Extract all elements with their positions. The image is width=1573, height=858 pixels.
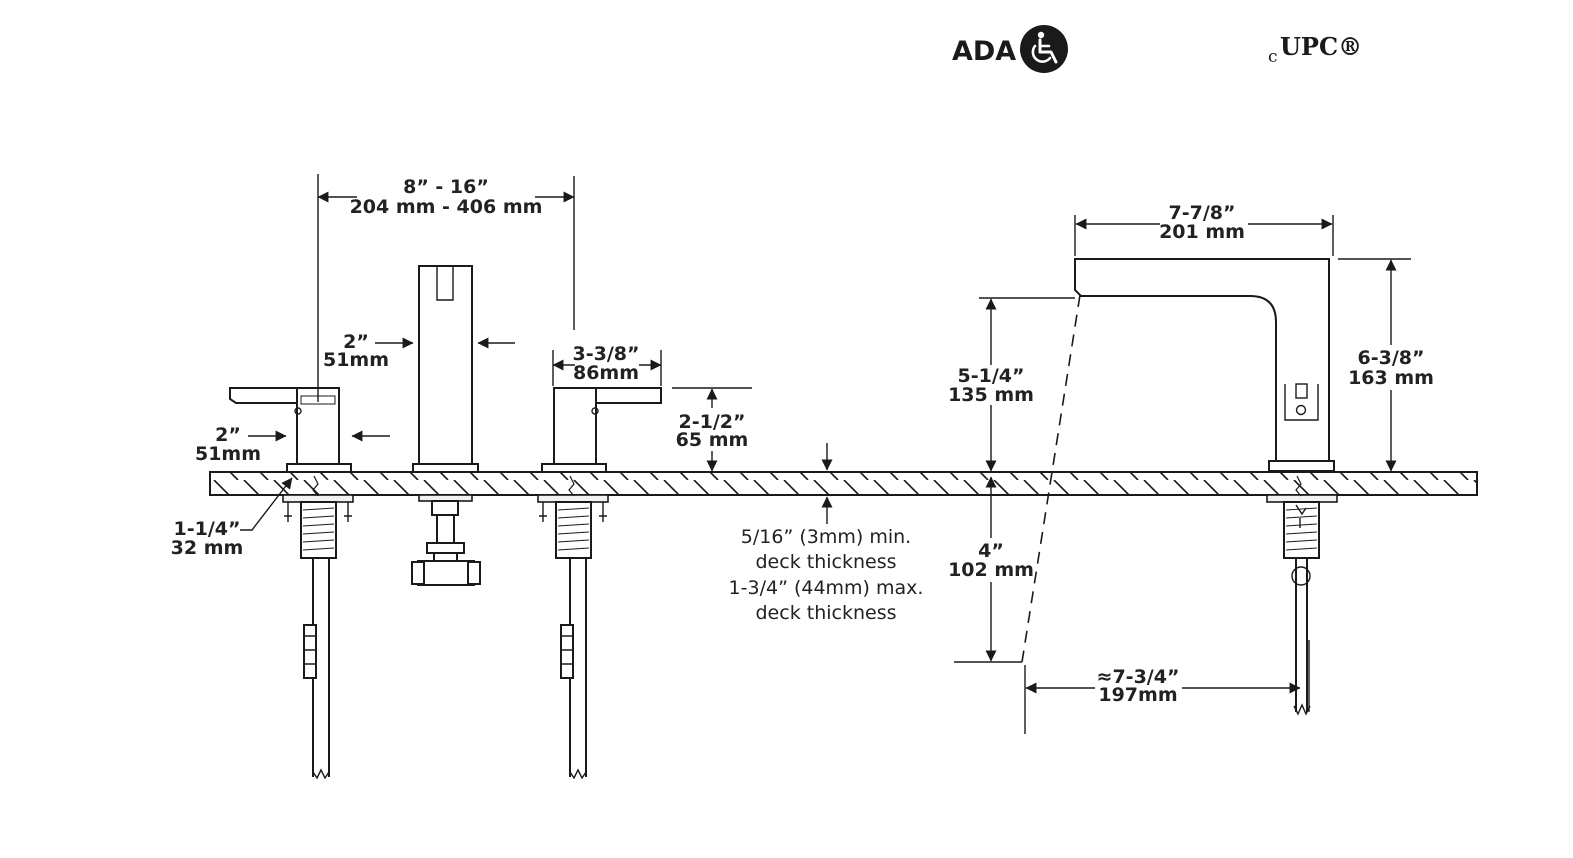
deck-note-line-3: 1-3/4” (44mm) max. — [729, 577, 924, 599]
deck-note-line-2: deck thickness — [756, 551, 897, 573]
upc-label: UPC® — [1280, 32, 1362, 61]
right-handle-valve — [537, 387, 662, 780]
dim-handle-height-imperial: 2-1/2” — [679, 411, 746, 433]
dim-spout-reach: 7-7/8” 201 mm — [1074, 202, 1334, 256]
dim-handle-spread-metric: 204 mm - 406 mm — [350, 196, 543, 218]
dim-below-deck: 4” 102 mm — [948, 476, 1034, 663]
dim-shank-diameter-metric: 32 mm — [171, 537, 244, 559]
dim-diverter-width: 2” 51mm — [323, 331, 515, 371]
water-stream-path — [1021, 294, 1081, 734]
dim-spout-projection: ≈7-3/4” 197mm — [1025, 666, 1301, 706]
dim-spout-clearance-metric: 135 mm — [948, 384, 1034, 406]
upc-mark: c UPC® — [1268, 32, 1362, 67]
dim-spout-projection-metric: 197mm — [1098, 684, 1177, 706]
dim-spout-clearance: 5-1/4” 135 mm — [948, 297, 1075, 472]
dim-handle-spread: 8” - 16” 204 mm - 406 mm — [317, 174, 575, 402]
dim-handle-body-width: 2” 51mm — [195, 424, 390, 465]
dim-lever-length: 3-3/8” 86mm — [552, 343, 662, 386]
dim-shank-diameter-imperial: 1-1/4” — [174, 518, 241, 540]
ada-mark: ADA — [952, 25, 1068, 73]
wheelchair-accessibility-icon — [1020, 25, 1068, 73]
dim-lever-length-imperial: 3-3/8” — [573, 343, 640, 365]
deck-note-line-4: deck thickness — [756, 602, 897, 624]
dim-diverter-width-metric: 51mm — [323, 349, 389, 371]
dim-handle-height: 2-1/2” 65 mm — [672, 387, 752, 472]
dim-handle-body-width-imperial: 2” — [215, 424, 241, 446]
dim-spout-clearance-imperial: 5-1/4” — [958, 365, 1025, 387]
ada-label: ADA — [952, 36, 1016, 67]
dim-spout-reach-imperial: 7-7/8” — [1169, 202, 1236, 224]
deck-note-line-1: 5/16” (3mm) min. — [741, 526, 911, 548]
dim-spout-height-imperial: 6-3/8” — [1358, 347, 1425, 369]
dim-spout-height-metric: 163 mm — [1348, 367, 1434, 389]
dim-spout-projection-imperial: ≈7-3/4” — [1097, 666, 1180, 688]
dim-diverter-width-imperial: 2” — [343, 331, 369, 353]
dim-handle-spread-imperial: 8” - 16” — [403, 176, 489, 198]
dim-below-deck-metric: 102 mm — [948, 559, 1034, 581]
deck-thickness-note: 5/16” (3mm) min. deck thickness 1-3/4” (… — [729, 443, 924, 624]
deck — [209, 471, 1478, 496]
dim-handle-height-metric: 65 mm — [676, 429, 749, 451]
dim-spout-height: 6-3/8” 163 mm — [1338, 258, 1434, 472]
dim-handle-body-width-metric: 51mm — [195, 443, 261, 465]
dim-lever-length-metric: 86mm — [573, 362, 639, 384]
dim-shank-diameter: 1-1/4” 32 mm — [171, 477, 293, 559]
left-handle-valve — [229, 387, 354, 780]
dim-spout-reach-metric: 201 mm — [1159, 221, 1245, 243]
upc-prefix: c — [1268, 47, 1278, 67]
dim-below-deck-imperial: 4” — [978, 540, 1004, 562]
center-diverter — [411, 265, 481, 586]
